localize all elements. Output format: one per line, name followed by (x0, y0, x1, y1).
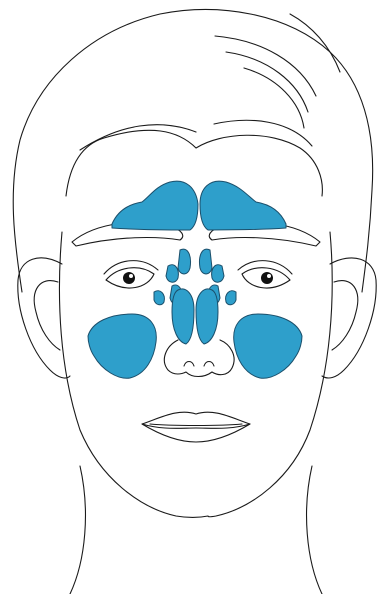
maxillary-sinuses (88, 314, 302, 378)
neck-left (70, 466, 85, 594)
ethmoid-cell (178, 249, 191, 274)
ethmoid-cell (199, 249, 212, 274)
right-nostril (204, 362, 214, 367)
hair-strand (215, 36, 316, 96)
hairline (66, 130, 322, 196)
frontal-sinus-right (200, 181, 286, 230)
right-pupil (261, 272, 273, 284)
right-ear (322, 258, 376, 378)
ethmoid-cell (154, 291, 164, 305)
sphenoid-sinus-right (196, 289, 218, 344)
mouth-line (150, 424, 242, 426)
frontal-sinuses (112, 181, 286, 230)
right-ear-inner (332, 281, 358, 350)
sphenoid-sinus-left (172, 289, 194, 344)
maxillary-sinus-right (234, 314, 302, 378)
ethmoid-cell (212, 265, 224, 283)
hair-strand (244, 68, 304, 128)
lower-lip (142, 424, 250, 442)
ethmoid-cell (226, 291, 236, 305)
hair-outline (13, 10, 372, 292)
ethmoid-cell (166, 265, 178, 283)
hair-strand (290, 14, 340, 72)
left-pupil (123, 272, 135, 284)
left-ear-inner (34, 281, 60, 350)
hair-strand (226, 52, 308, 112)
sphenoid-sinuses (172, 289, 218, 344)
nose-outline (164, 340, 234, 377)
neck-right (307, 466, 322, 594)
ethmoid-sinuses (154, 249, 236, 305)
left-nostril (184, 362, 194, 367)
frontal-sinus-left (112, 181, 198, 230)
hair-strand (80, 125, 196, 150)
left-ear (18, 258, 70, 378)
hair-strand (214, 120, 312, 146)
maxillary-sinus-left (88, 314, 156, 378)
left-pupil-highlight (129, 274, 133, 278)
right-pupil-highlight (267, 274, 271, 278)
